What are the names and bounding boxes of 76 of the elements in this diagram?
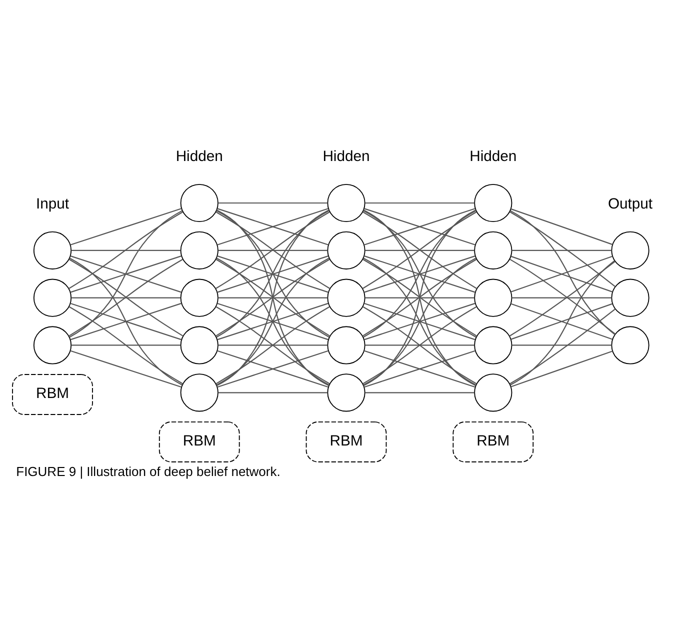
node-circle xyxy=(611,326,650,364)
node-circle xyxy=(611,230,650,269)
connector xyxy=(363,257,476,385)
node-circle xyxy=(180,230,218,269)
node-box: RBM xyxy=(452,420,534,462)
connector xyxy=(364,249,474,250)
connector xyxy=(364,344,474,346)
connector xyxy=(68,211,183,289)
node-circle xyxy=(180,326,218,364)
connector xyxy=(68,306,183,384)
connector xyxy=(70,208,182,245)
node-circle xyxy=(474,373,512,412)
connector xyxy=(510,350,612,387)
connector xyxy=(510,260,615,385)
node-circle xyxy=(474,230,512,269)
label: Output xyxy=(608,196,653,212)
connector xyxy=(364,302,476,340)
connector xyxy=(510,210,616,287)
connector xyxy=(71,296,181,298)
label: Input xyxy=(36,196,70,212)
connector xyxy=(512,344,612,346)
connector xyxy=(363,208,476,386)
node-circle xyxy=(474,183,512,222)
node-circle xyxy=(33,278,72,316)
connector xyxy=(217,302,328,340)
connector xyxy=(71,249,181,250)
node-circle xyxy=(611,278,650,316)
node-circle xyxy=(474,278,512,316)
connector xyxy=(218,202,328,204)
connector xyxy=(70,302,182,340)
connector xyxy=(216,210,330,338)
connector xyxy=(510,210,616,335)
node-circle xyxy=(327,326,366,364)
connector xyxy=(510,308,616,384)
node-circle xyxy=(327,278,366,316)
node-circle xyxy=(180,278,218,316)
connector xyxy=(510,302,612,340)
node-circle xyxy=(33,326,72,364)
node-circle xyxy=(33,230,72,269)
connector xyxy=(217,350,328,388)
connector xyxy=(71,344,181,346)
node-circle xyxy=(327,230,366,269)
node-box: RBM xyxy=(158,420,240,462)
node-circle xyxy=(327,183,366,222)
connector xyxy=(362,306,477,384)
node-circle xyxy=(180,183,218,222)
connector xyxy=(510,255,612,292)
node-box: RBM xyxy=(306,420,387,462)
connector xyxy=(218,344,328,346)
label: Hidden xyxy=(176,148,223,164)
connector xyxy=(69,210,182,338)
connector xyxy=(216,208,330,386)
label: Hidden xyxy=(322,148,370,164)
connector xyxy=(364,296,474,298)
connector xyxy=(218,296,328,298)
connector xyxy=(364,392,474,393)
caption: FIGURE 9 | Illustration of deep belief network. xyxy=(16,464,280,479)
node-circle xyxy=(327,373,366,412)
connector xyxy=(70,350,182,388)
node-circle xyxy=(474,326,512,364)
connector xyxy=(364,208,476,245)
connector xyxy=(512,296,612,298)
node-box: RBM xyxy=(12,374,93,414)
connector xyxy=(364,202,474,204)
connector xyxy=(363,210,476,338)
label: Hidden xyxy=(470,148,517,164)
connector xyxy=(512,249,612,250)
node-circle xyxy=(180,373,218,412)
connector xyxy=(216,257,330,385)
connector xyxy=(216,306,330,384)
connector xyxy=(217,208,328,245)
connector xyxy=(69,257,182,385)
connector xyxy=(218,249,328,250)
connector xyxy=(364,350,476,388)
connector xyxy=(218,392,328,393)
connector xyxy=(510,208,612,244)
